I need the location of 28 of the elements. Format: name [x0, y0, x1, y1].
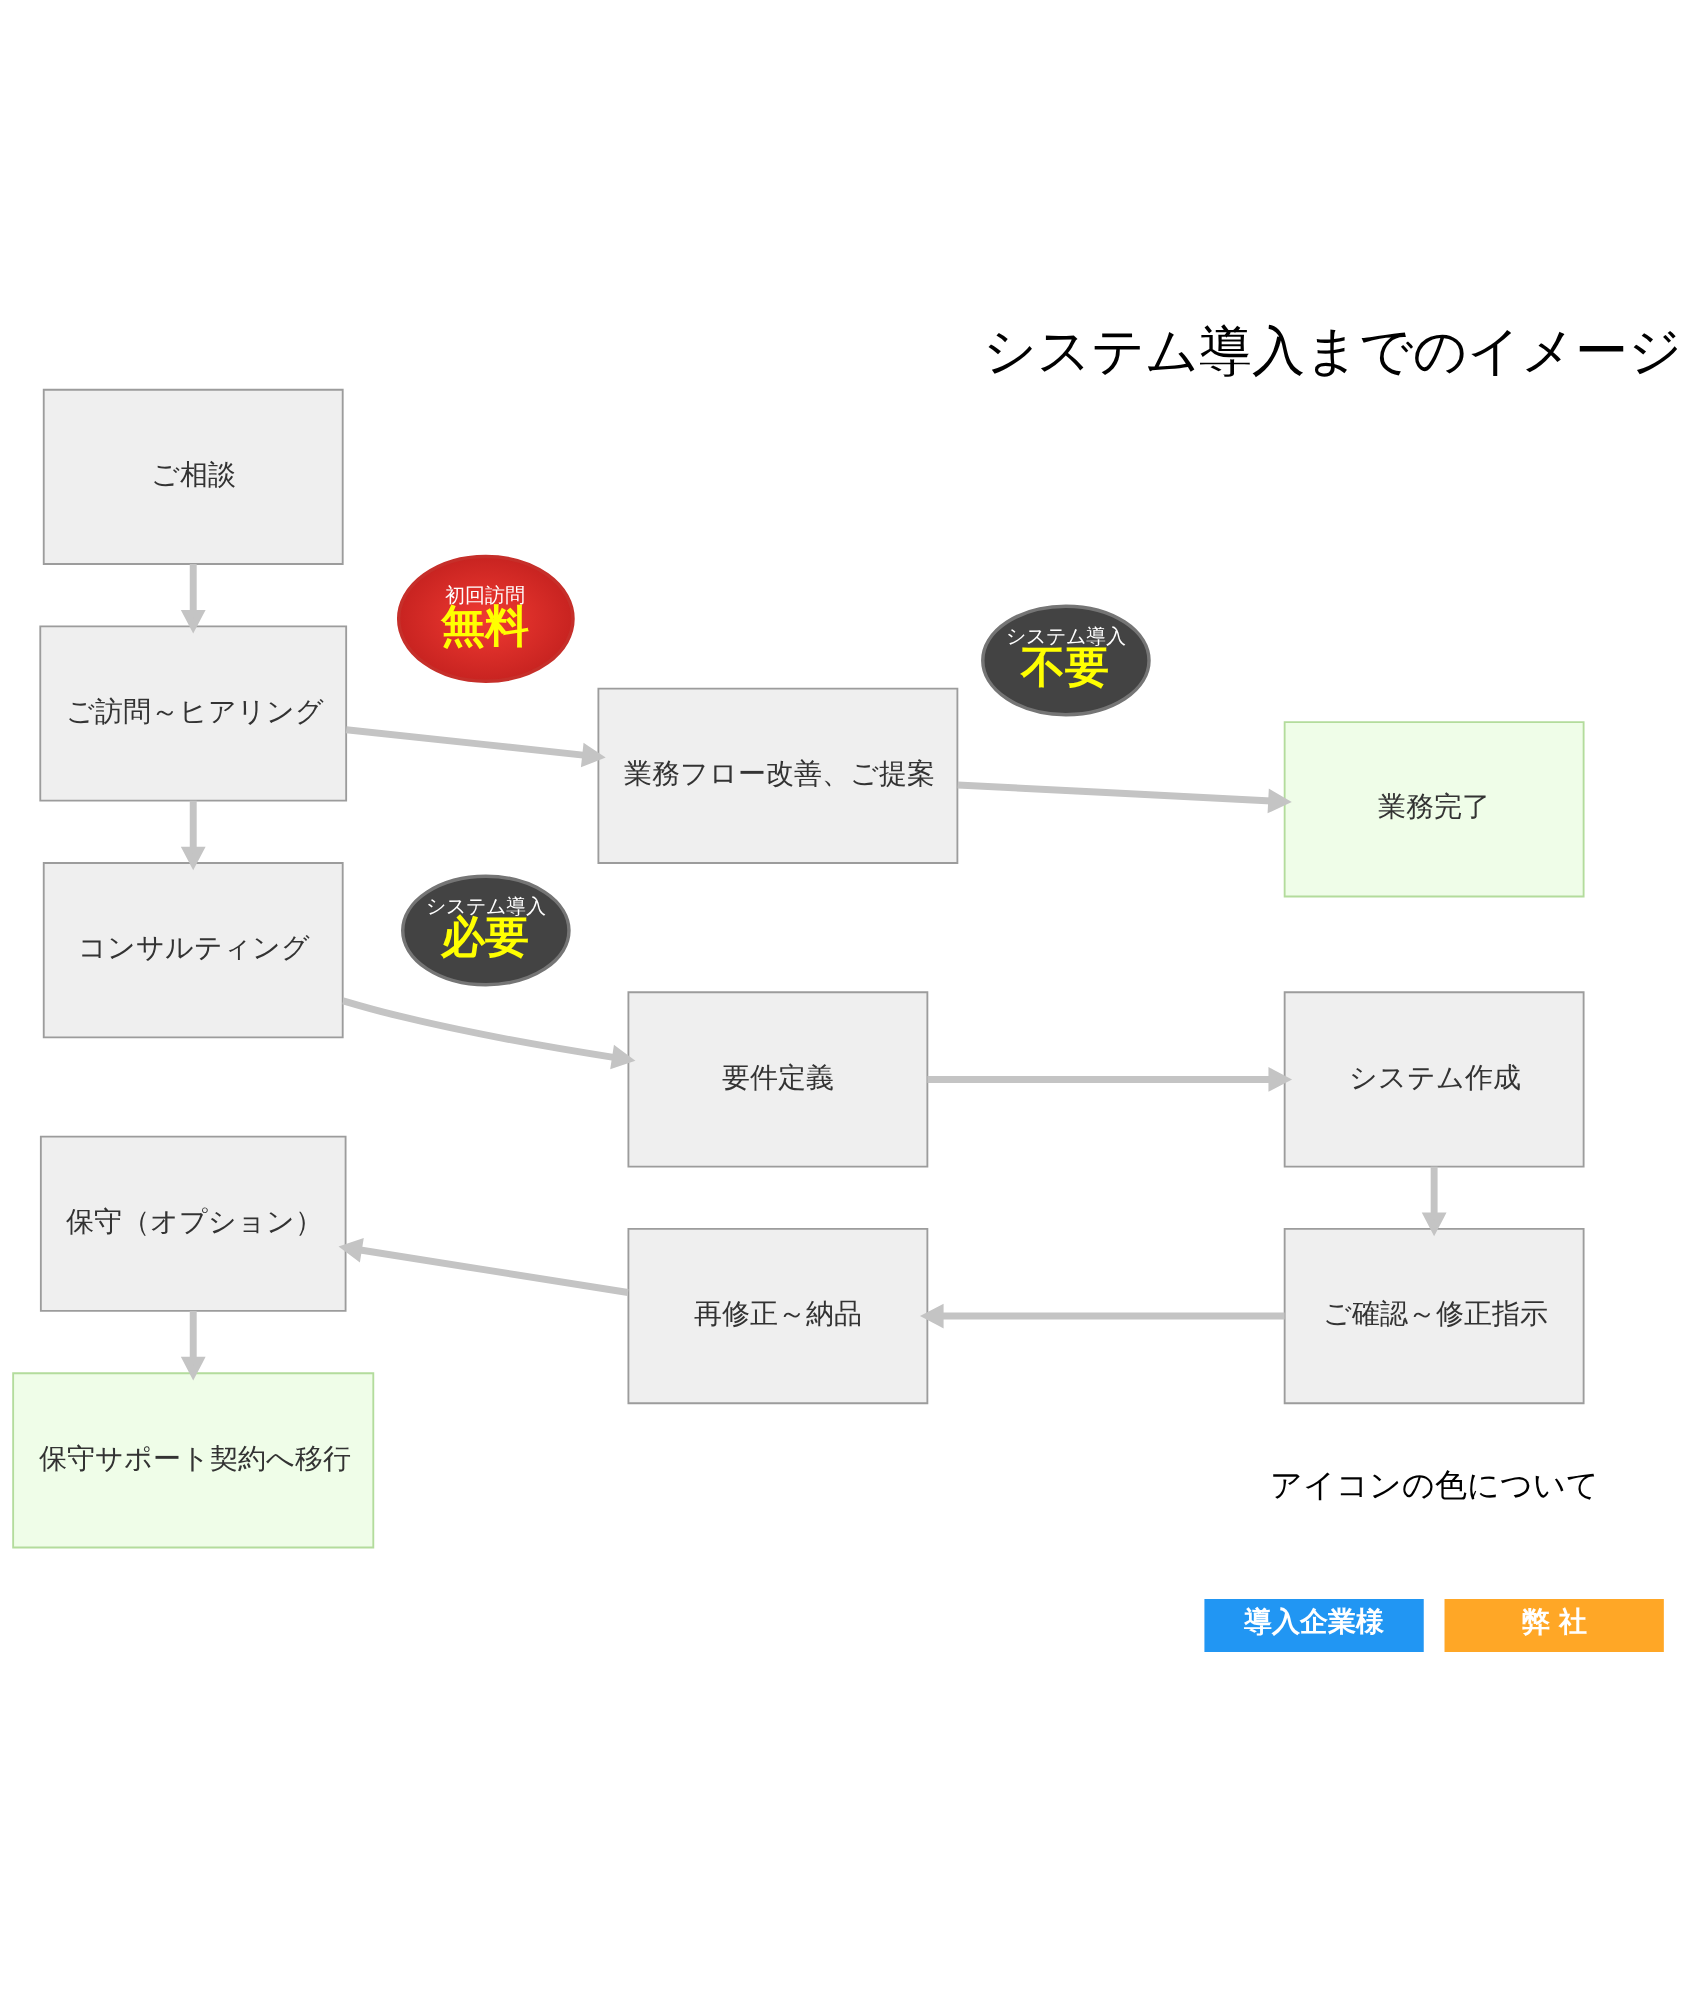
arrow [338, 1237, 629, 1296]
node-box: ご確認～修正指示 [1283, 1227, 1585, 1404]
node-box: システム作成 [1283, 990, 1585, 1167]
legend-label: 弊 社 [1521, 1604, 1588, 1638]
node-box: ご訪問～ヒアリング [39, 624, 348, 802]
node-ellipse: システム導入 必要 [401, 874, 571, 986]
node-box: 業務フロー改善、ご提案 [597, 687, 959, 864]
arrow [180, 563, 206, 634]
node-box: 保守（オプション） [39, 1135, 347, 1312]
legend-label: 導入企業様 [1244, 1604, 1385, 1638]
label: アイコンの色について [1269, 1465, 1599, 1504]
node-box: 要件定義 [627, 990, 929, 1167]
arrow [927, 1066, 1293, 1092]
node-box: 再修正～納品 [627, 1227, 929, 1404]
node-ellipse: 初回訪問 無料 [396, 554, 575, 683]
arrow [345, 725, 606, 767]
arrow [180, 800, 206, 870]
node-ellipse: システム導入 不要 [981, 603, 1151, 716]
node-box: 業務完了 [1283, 720, 1585, 897]
arrow [1421, 1166, 1447, 1236]
arrow [920, 1303, 1285, 1328]
node-box: 保守サポート契約へ移行 [12, 1371, 375, 1548]
arrow [342, 997, 636, 1069]
node-box: ご相談 [42, 388, 344, 565]
arrow [957, 781, 1292, 813]
diagram-title: システム導入までのイメージ [983, 319, 1683, 382]
arrow [180, 1310, 206, 1380]
node-box: コンサルティング [42, 861, 344, 1038]
